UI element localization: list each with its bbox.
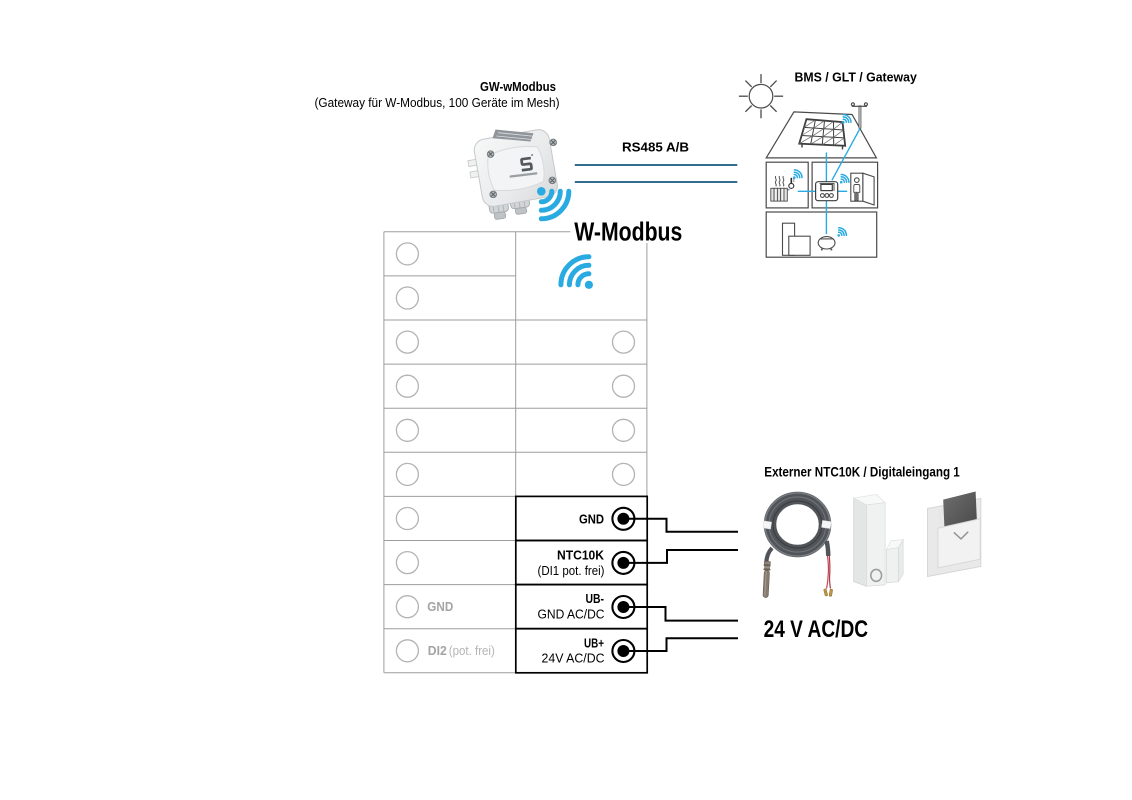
svg-text:BMS / GLT / Gateway: BMS / GLT / Gateway: [795, 70, 918, 85]
svg-text:W-Modbus: W-Modbus: [574, 218, 682, 246]
svg-text:NTC10K: NTC10K: [557, 549, 604, 563]
svg-text:Externer NTC10K / Digitaleinga: Externer NTC10K / Digitaleingang 1: [764, 463, 960, 479]
svg-text:GND AC/DC: GND AC/DC: [538, 607, 605, 621]
svg-text:UB-: UB-: [586, 592, 605, 606]
svg-text:GND: GND: [579, 512, 604, 526]
svg-text:RS485 A/B: RS485 A/B: [622, 139, 689, 154]
svg-text:GND: GND: [427, 599, 453, 614]
svg-text:24V AC/DC: 24V AC/DC: [542, 651, 605, 665]
svg-text:DI2(pot. frei): DI2(pot. frei): [428, 643, 495, 658]
svg-text:24 V AC/DC: 24 V AC/DC: [764, 616, 869, 643]
svg-text:(Gateway für W-Modbus, 100 Ger: (Gateway für W-Modbus, 100 Geräte im Mes…: [315, 95, 560, 110]
svg-text:GW-wModbus: GW-wModbus: [480, 79, 556, 94]
svg-text:(DI1 pot. frei): (DI1 pot. frei): [538, 564, 605, 578]
svg-text:UB+: UB+: [584, 636, 604, 650]
